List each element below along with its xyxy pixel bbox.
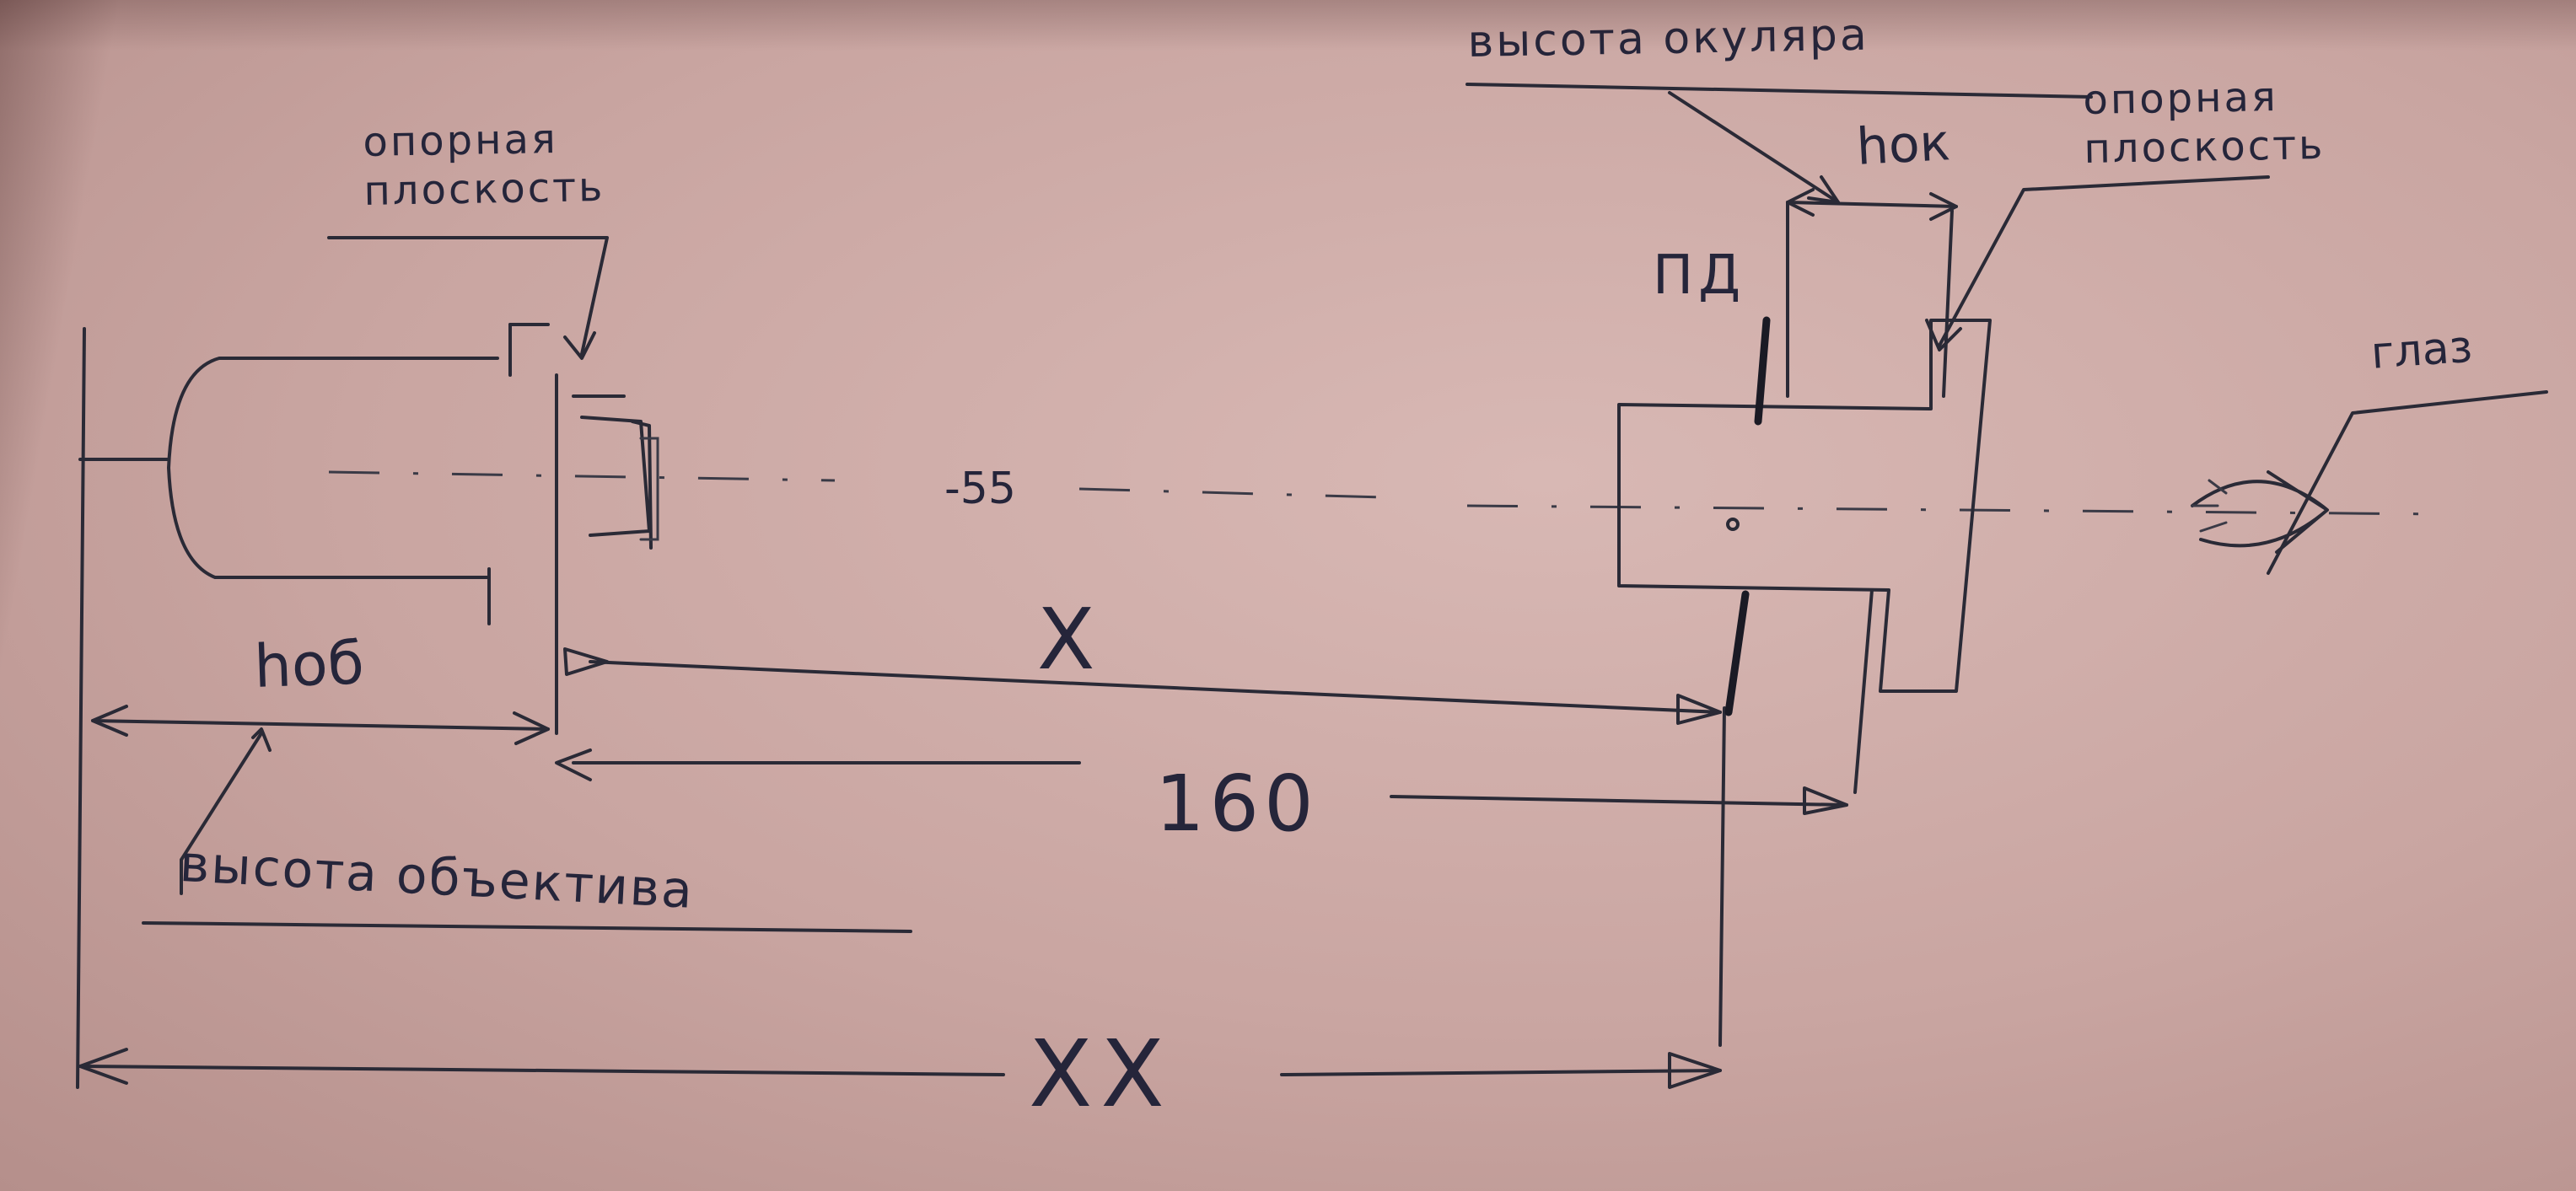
x-arrow-right — [1676, 694, 1722, 725]
left-reference-line — [76, 327, 86, 1089]
eyepiece-top-dim — [1786, 201, 1958, 208]
xx-dimension-line-left — [78, 1065, 1005, 1076]
objective-front-cap — [572, 394, 653, 550]
dim-160-line-right — [1390, 795, 1848, 807]
xx-arrow-right — [1668, 1052, 1722, 1089]
pd-label: ПД — [1653, 244, 1746, 307]
hob-arrow-right — [513, 711, 550, 745]
support-plane-right-line2: плоскость — [2084, 121, 2326, 173]
main-vertical-line — [1718, 706, 1726, 1047]
objective-height-underline — [142, 921, 912, 933]
eyepiece-height-underline — [1465, 83, 2093, 99]
eyepiece-height-arrowhead — [1807, 175, 1840, 204]
hob-arrow-left — [91, 705, 128, 737]
support-plane-label-left: опорная плоскость — [363, 114, 605, 216]
eyepiece-top-arrows — [1786, 188, 1958, 221]
eyepiece-height-leader — [1668, 91, 1840, 204]
eyepiece-tube — [1786, 201, 1954, 398]
prism-lower-box — [1853, 588, 1874, 794]
optical-axis-left — [328, 470, 836, 482]
optical-axis-right — [1466, 504, 2446, 516]
eye-leader — [2267, 390, 2548, 575]
x-dimension-line — [589, 660, 1722, 714]
h-ok-label: hок — [1855, 113, 1952, 177]
objective-height-leader — [180, 732, 263, 895]
support-plane-left-line1: опорная — [363, 115, 559, 166]
dim-160-arrow-right — [1803, 786, 1848, 815]
support-arrowhead-right — [1925, 319, 1962, 351]
pd-marker-bottom — [1724, 590, 1750, 716]
axis-value-label: -55 — [944, 464, 1016, 514]
hob-dimension-line — [91, 719, 550, 731]
eye-lashes — [2191, 479, 2228, 533]
eyepiece-height-label: высота окуляра — [1467, 9, 1870, 67]
support-plane-label-right: опорная плоскость — [2083, 72, 2326, 174]
prism-body — [1617, 319, 1992, 693]
xx-label: XX — [1029, 1020, 1173, 1128]
support-arrow-left — [327, 236, 609, 356]
objective-front-edge — [639, 437, 659, 541]
objective-rounded-body — [167, 357, 499, 579]
x-arrow-left — [563, 647, 609, 676]
support-arrow-right — [1938, 175, 2270, 347]
xx-arrow-left — [78, 1048, 128, 1085]
optical-axis-mid — [1078, 487, 1384, 499]
dim-160-arrow-left — [555, 748, 592, 781]
support-plane-left-line2: плоскость — [363, 164, 605, 215]
pd-marker-top — [1754, 316, 1771, 426]
x-label: X — [1037, 590, 1095, 689]
support-arrowhead-left — [563, 331, 596, 360]
objective-height-arrow — [251, 727, 272, 752]
xx-dimension-line-right — [1280, 1069, 1722, 1076]
eye-shape — [2191, 470, 2329, 554]
optical-center-dot — [1726, 518, 1740, 531]
h-ob-label: hоб — [253, 628, 366, 701]
value-160-label: 160 — [1155, 759, 1319, 849]
eye-label: глаз — [2369, 321, 2474, 379]
support-plane-right-line1: опорная — [2083, 72, 2279, 124]
